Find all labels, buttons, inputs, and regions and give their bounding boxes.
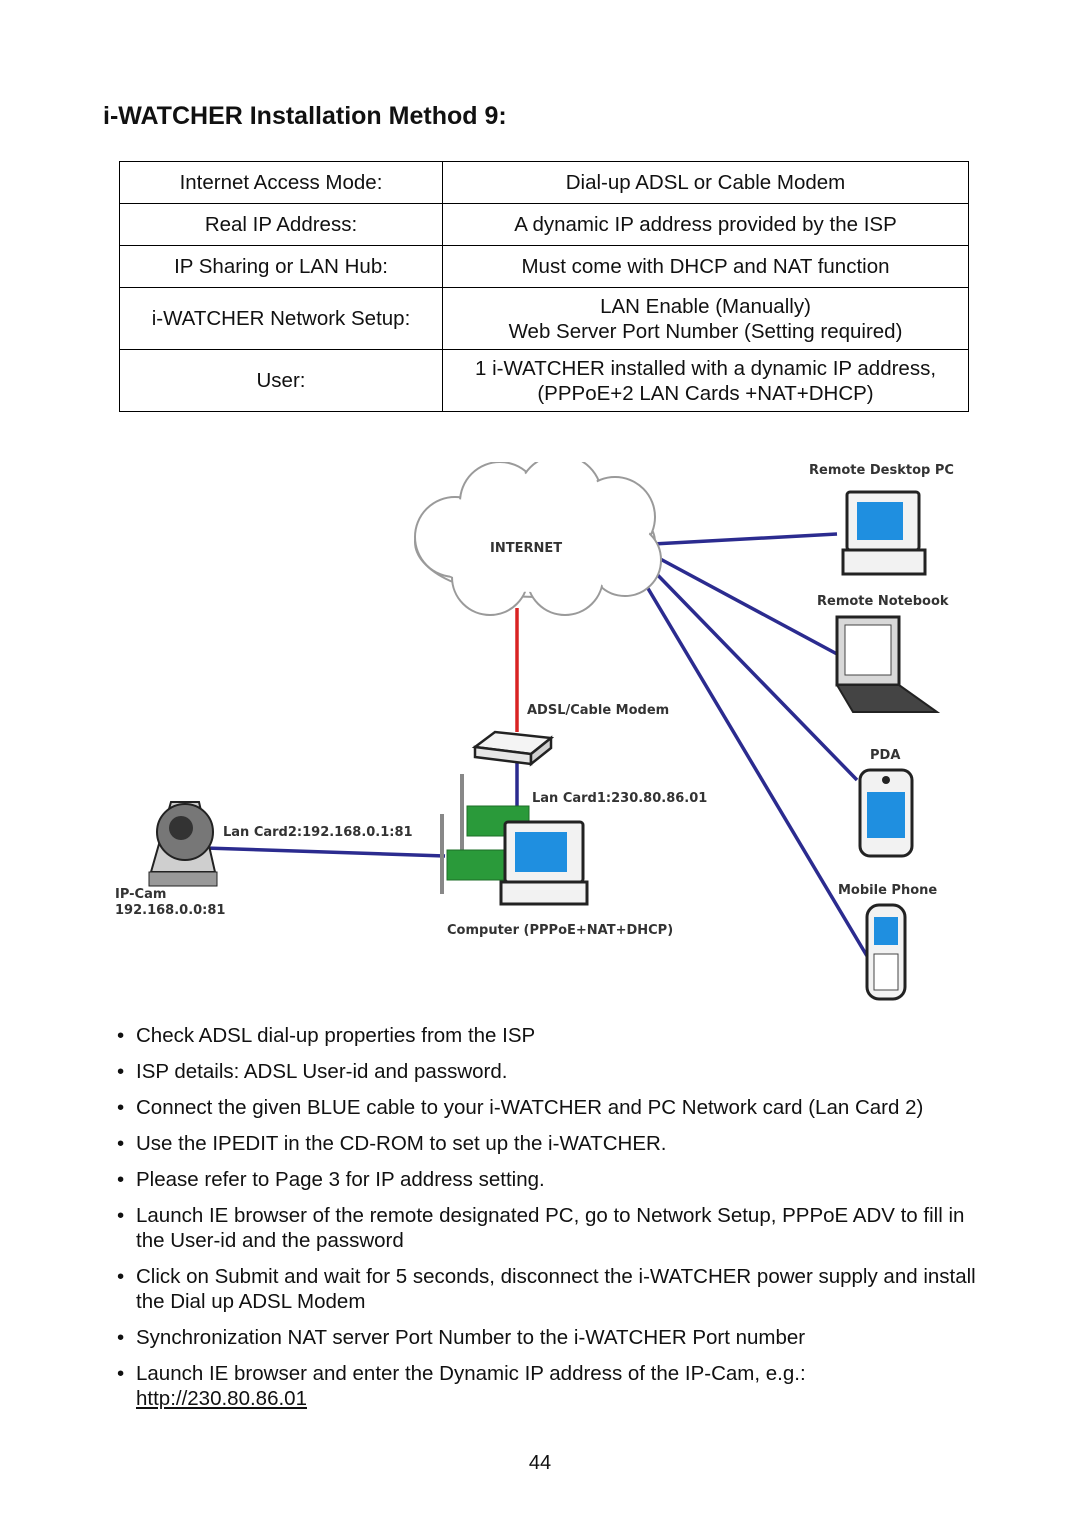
internet-cloud-icon: [414, 462, 662, 616]
table-label: Real IP Address:: [119, 203, 443, 246]
table-row: IP Sharing or LAN Hub: Must come with DH…: [119, 245, 969, 288]
list-item: • Connect the given BLUE cable to your i-…: [115, 1095, 985, 1120]
ipcam-ip-label: 192.168.0.0:81: [115, 903, 225, 918]
pda-icon: [858, 768, 914, 858]
cable-internet-pda: [643, 560, 859, 782]
list-item: • Synchronization NAT server Port Number …: [115, 1325, 985, 1350]
table-row: Internet Access Mode: Dial-up ADSL or Ca…: [119, 161, 969, 204]
ipcam-label: IP-Cam: [115, 887, 166, 902]
table-value: LAN Enable (Manually) Web Server Port Nu…: [442, 287, 969, 350]
page-number: 44: [528, 1452, 552, 1474]
instruction-list: • Check ADSL dial-up properties from the …: [115, 1012, 985, 1411]
bullet-icon: •: [117, 1362, 125, 1385]
list-item-text: Launch IE browser and enter the Dynamic …: [136, 1362, 806, 1385]
ip-camera-icon: [148, 801, 218, 887]
table-value-line: Web Server Port Number (Setting required…: [508, 319, 903, 343]
remote-notebook-label: Remote Notebook: [817, 594, 949, 609]
page-title: i-WATCHER Installation Method 9:: [103, 102, 507, 130]
table-label: Internet Access Mode:: [119, 161, 443, 204]
list-item: • Use the IPEDIT in the CD-ROM to set up …: [115, 1131, 985, 1156]
cable-internet-phone: [635, 569, 869, 957]
setup-table: Internet Access Mode: Dial-up ADSL or Ca…: [119, 161, 969, 412]
cable-internet-notebook: [650, 552, 838, 656]
table-label: User:: [119, 349, 443, 412]
table-label: IP Sharing or LAN Hub:: [119, 245, 443, 288]
lan-card1-label: Lan Card1:230.80.86.01: [532, 791, 707, 806]
bullet-icon: •: [117, 1204, 125, 1227]
lan-card2-label: Lan Card2:192.168.0.1:81: [223, 825, 413, 840]
list-item-text: Launch IE browser of the remote designat…: [136, 1204, 965, 1252]
list-item-text: Click on Submit and wait for 5 seconds, …: [136, 1265, 976, 1313]
list-item-text: Check ADSL dial-up properties from the I…: [136, 1024, 536, 1047]
pda-label: PDA: [870, 748, 900, 763]
list-item-text: Please refer to Page 3 for IP address se…: [136, 1168, 545, 1191]
list-item: • ISP details: ADSL User-id and password.: [115, 1059, 985, 1084]
modem-label: ADSL/Cable Modem: [527, 703, 669, 718]
bullet-icon: •: [117, 1326, 125, 1349]
list-item: • Click on Submit and wait for 5 seconds,…: [115, 1264, 985, 1314]
bullet-icon: •: [117, 1024, 125, 1047]
modem-icon: [471, 730, 555, 767]
list-item: • Launch IE browser of the remote designa…: [115, 1203, 985, 1253]
internet-label: INTERNET: [490, 541, 562, 556]
remote-desktop-label: Remote Desktop PC: [809, 463, 954, 478]
list-item: • Launch IE browser and enter the Dynamic…: [115, 1361, 985, 1411]
table-row: User: 1 i-WATCHER installed with a dynam…: [119, 349, 969, 412]
table-row: Real IP Address: A dynamic IP address pr…: [119, 203, 969, 246]
bullet-icon: •: [117, 1132, 125, 1155]
ipcam-link[interactable]: http://230.80.86.01: [136, 1387, 307, 1410]
mobile-phone-icon: [865, 903, 907, 1001]
list-item-text: Use the IPEDIT in the CD-ROM to set up t…: [136, 1132, 667, 1155]
notebook-icon: [835, 615, 941, 713]
desktop-pc-icon: [841, 490, 927, 576]
cable-internet-desktop: [652, 532, 838, 546]
table-value: A dynamic IP address provided by the ISP: [442, 203, 969, 246]
list-item-text: Connect the given BLUE cable to your i-W…: [136, 1096, 924, 1119]
table-value: 1 i-WATCHER installed with a dynamic IP …: [442, 349, 969, 412]
list-item: • Please refer to Page 3 for IP address s…: [115, 1167, 985, 1192]
cables: [204, 532, 869, 957]
table-row: i-WATCHER Network Setup: LAN Enable (Man…: [119, 287, 969, 350]
bullet-icon: •: [117, 1265, 125, 1288]
list-item-text: Synchronization NAT server Port Number t…: [136, 1326, 806, 1349]
table-value-line: 1 i-WATCHER installed with a dynamic IP …: [474, 356, 937, 380]
network-diagram: INTERNET Remote Desktop PC Remote Notebo…: [115, 462, 954, 1001]
table-label: i-WATCHER Network Setup:: [119, 287, 443, 350]
cable-ipcam-lancard2: [204, 846, 446, 858]
mobile-phone-label: Mobile Phone: [838, 883, 937, 898]
list-item: • Check ADSL dial-up properties from the …: [115, 1023, 985, 1048]
computer-icon: [499, 820, 589, 906]
list-item-text: ISP details: ADSL User-id and password.: [136, 1060, 508, 1083]
bullet-icon: •: [117, 1168, 125, 1191]
table-value-line: LAN Enable (Manually): [600, 294, 811, 318]
computer-label: Computer (PPPoE+NAT+DHCP): [447, 923, 673, 938]
table-value: Dial-up ADSL or Cable Modem: [442, 161, 969, 204]
bullet-icon: •: [117, 1060, 125, 1083]
table-value: Must come with DHCP and NAT function: [442, 245, 969, 288]
bullet-icon: •: [117, 1096, 125, 1119]
table-value-line: (PPPoE+2 LAN Cards +NAT+DHCP): [537, 381, 874, 405]
